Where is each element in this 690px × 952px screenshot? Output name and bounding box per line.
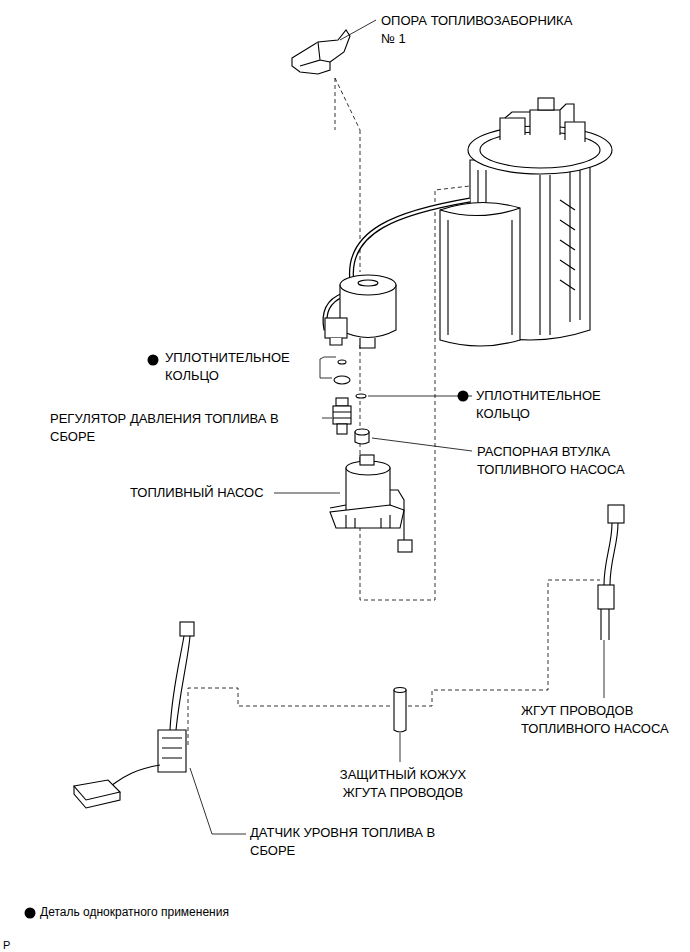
wire-harness <box>604 523 618 585</box>
harness-cover <box>394 688 406 733</box>
fuel-pump <box>390 490 404 540</box>
pump-spacer <box>355 429 369 444</box>
assembly-line <box>188 688 392 745</box>
harness-cover <box>394 690 406 732</box>
level-sensor <box>162 738 182 758</box>
legend-entry: Деталь однократного применения <box>40 905 229 920</box>
level-sensor <box>112 765 160 785</box>
leader-line <box>340 20 376 40</box>
level-sensor <box>180 622 194 636</box>
harness-cover <box>394 688 406 693</box>
o-ring <box>338 360 346 364</box>
part-label: ОПОРА ТОПЛИВОЗАБОРНИКА № 1 <box>381 12 587 47</box>
level-sensor <box>74 622 194 808</box>
pressure-regulator <box>337 424 347 434</box>
fuel-filter <box>330 338 375 348</box>
level-sensor <box>170 636 190 730</box>
o-ring <box>334 376 350 384</box>
part-label: РЕГУЛЯТОР ДАВЛЕНИЯ ТОПЛИВА В СБОРЕ <box>50 410 322 445</box>
level-sensor <box>74 786 120 808</box>
fuel-filter <box>325 318 347 338</box>
wire-harness <box>598 505 624 640</box>
part-label: УПЛОТНИТЕЛЬНОЕ КОЛЬЦО <box>476 387 641 422</box>
pump-module <box>440 98 612 346</box>
single-use-dot <box>25 355 469 919</box>
fuel-pump <box>330 455 412 552</box>
fuel-filter <box>340 275 396 295</box>
wire-harness <box>608 505 624 523</box>
assembly-line <box>335 78 360 130</box>
bracket-part <box>292 30 350 74</box>
o-ring <box>356 394 366 398</box>
part-label: УПЛОТНИТЕЛЬНОЕ КОЛЬЦО <box>165 349 330 384</box>
assembly-line <box>335 78 360 272</box>
bracket-part <box>300 42 330 66</box>
fuel-pump <box>346 515 390 528</box>
pressure-regulator <box>336 398 348 406</box>
leader-line <box>190 768 246 834</box>
part-label: ТОПЛИВНЫЙ НАСОС <box>130 484 290 502</box>
fuel-hose <box>351 200 470 282</box>
fuel-pump <box>330 505 404 528</box>
pump-spacer <box>355 429 369 435</box>
o-ring <box>334 360 366 398</box>
pressure-regulator <box>333 406 351 424</box>
page-mark: P <box>3 937 23 952</box>
single-use-dot <box>458 391 469 402</box>
pump-module <box>440 202 520 346</box>
part-label: РАСПОРНАЯ ВТУЛКА ТОПЛИВНОГО НАСОСА <box>477 443 627 478</box>
pressure-regulator <box>333 398 351 434</box>
legend-text: Деталь однократного применения <box>40 905 229 919</box>
leader-line <box>372 438 472 451</box>
bracket-part <box>292 30 350 74</box>
pump-module <box>538 98 554 110</box>
pump-module <box>440 208 520 216</box>
fuel-hose <box>351 200 470 282</box>
fuel-filter <box>358 280 378 286</box>
wire-harness <box>598 585 614 609</box>
part-label: ЖГУТ ПРОВОДОВ ТОПЛИВНОГО НАСОСА <box>521 702 686 737</box>
leader-line <box>368 396 472 397</box>
fuel-pump <box>398 540 412 552</box>
level-sensor <box>74 780 120 800</box>
assembly-line <box>408 580 600 706</box>
single-use-dot <box>148 355 159 366</box>
fuel-filter <box>325 275 396 348</box>
leader-line <box>400 733 401 762</box>
single-use-dot <box>25 908 36 919</box>
fuel-pump <box>360 455 374 465</box>
level-sensor <box>158 730 186 772</box>
leader-line <box>320 357 336 378</box>
wire-harness <box>601 609 609 640</box>
pressure-regulator <box>333 412 351 418</box>
pump-module <box>448 220 512 335</box>
leader-line <box>274 493 340 494</box>
part-label: ДАТЧИК УРОВНЯ ТОПЛИВА В СБОРЕ <box>250 824 465 859</box>
leader-line <box>322 418 332 419</box>
leader-line <box>604 640 605 698</box>
part-label: ЗАЩИТНЫЙ КОЖУХ ЖГУТА ПРОВОДОВ <box>333 766 473 801</box>
